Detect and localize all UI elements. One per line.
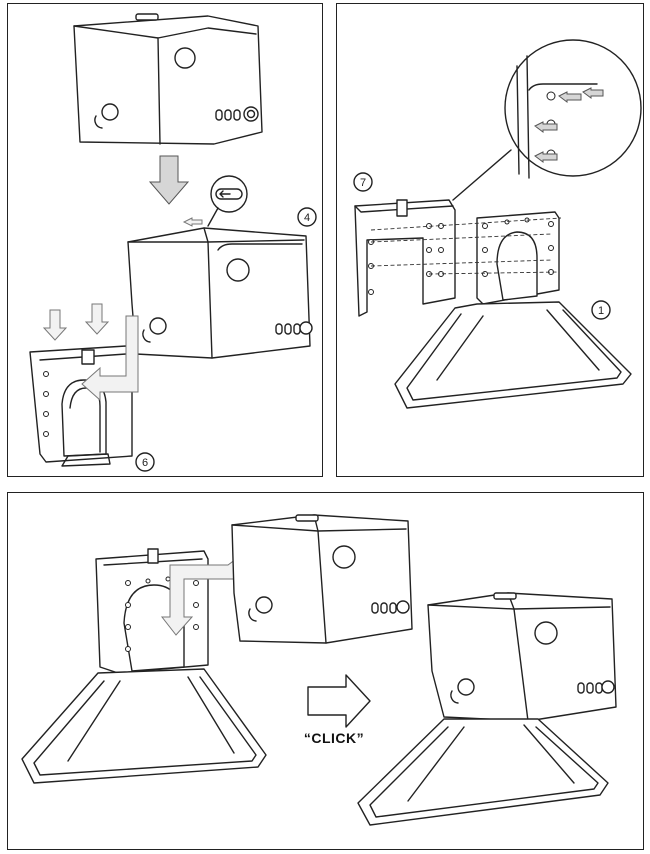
guide-line — [428, 271, 560, 275]
step-number: 6 — [142, 457, 148, 469]
step-callout-6: 6 — [135, 452, 155, 472]
step-panel-attach: “CLICK” — [7, 492, 644, 850]
step-number: 4 — [304, 212, 310, 224]
detail-illustration: 7 — [353, 39, 642, 409]
rotate-arrow-icon — [94, 115, 103, 129]
stand-with-bracket — [21, 548, 267, 784]
speaker-lower — [127, 227, 313, 359]
step-callout-7: 7 — [353, 172, 373, 192]
arrow-right-icon — [307, 674, 371, 728]
step-callout-1: 1 — [591, 300, 611, 320]
zoom-detail — [452, 39, 642, 201]
speaker-attaching — [231, 514, 413, 644]
click-confirmation: “CLICK” — [304, 730, 364, 746]
stand-base — [394, 301, 632, 409]
latch-slide-icon — [182, 175, 248, 237]
guide-line — [370, 233, 552, 243]
step-panel-mount: 4 — [7, 3, 323, 477]
mount-illustration: 4 — [29, 13, 317, 472]
step-number: 7 — [360, 177, 366, 189]
guide-line — [370, 259, 552, 267]
arrow-down-icon — [84, 303, 110, 335]
step-callout-4: 4 — [297, 207, 317, 227]
arrow-down-icon — [148, 155, 190, 205]
attach-illustration: “CLICK” — [21, 514, 617, 826]
step-number: 1 — [598, 305, 604, 317]
arrow-down-icon — [42, 309, 68, 341]
bracket-detail — [354, 199, 456, 317]
arrow-left-icon — [81, 315, 139, 402]
step-panel-detail: 7 — [336, 3, 644, 477]
speaker-top — [73, 13, 263, 145]
guide-line — [370, 217, 562, 231]
assembled-speaker-on-stand — [357, 592, 617, 826]
stand-plate — [476, 211, 560, 305]
wall-bracket — [29, 345, 133, 467]
arrow-down-icon — [160, 558, 237, 636]
